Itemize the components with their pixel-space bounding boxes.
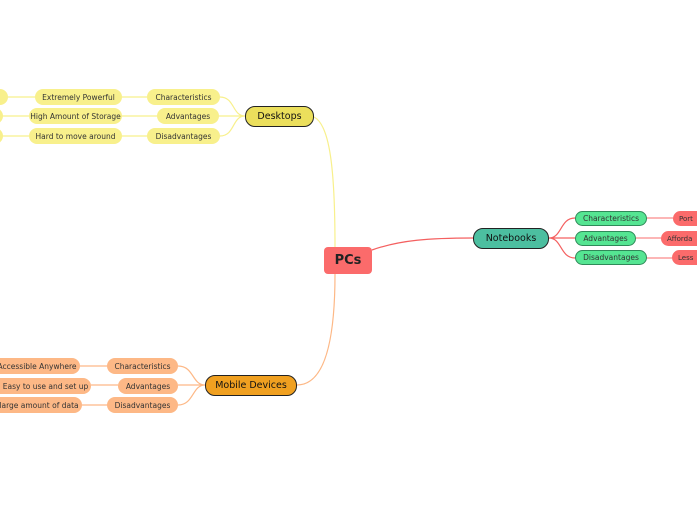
- notebooks-advantages[interactable]: Advantages: [575, 231, 636, 246]
- node-label: Easy to use and set up: [2, 381, 89, 391]
- desktops-characteristics-detail[interactable]: Extremely Powerful: [35, 89, 122, 105]
- branch-label: Notebooks: [485, 233, 537, 244]
- branch-notebooks[interactable]: Notebooks: [473, 228, 549, 249]
- node-label: High Amount of Storage: [30, 111, 121, 121]
- desktops-subnode-cut[interactable]: [0, 89, 8, 105]
- branch-desktops[interactable]: Desktops: [245, 106, 314, 127]
- root-label: PCs: [334, 253, 362, 268]
- node-label: Accessible Anywhere: [0, 361, 77, 371]
- mobile-characteristics-detail[interactable]: Accessible Anywhere: [0, 358, 80, 374]
- notebooks-disadvantages[interactable]: Disadvantages: [575, 250, 647, 265]
- node-label: Characteristics: [155, 92, 212, 102]
- node-label: Characteristics: [582, 214, 640, 223]
- node-label: Advantages: [165, 111, 211, 121]
- node-label: Hard to move around: [35, 131, 116, 141]
- desktops-subnode-cut[interactable]: [0, 108, 3, 124]
- desktops-characteristics[interactable]: Characteristics: [147, 89, 220, 105]
- mobile-advantages-detail[interactable]: Easy to use and set up: [0, 378, 91, 394]
- branch-label: Mobile Devices: [215, 380, 287, 391]
- node-label: Disadvantages: [583, 253, 639, 262]
- desktops-disadvantages-detail[interactable]: Hard to move around: [29, 128, 122, 144]
- node-label: Advantages: [583, 234, 628, 243]
- node-label: Extremely Powerful: [42, 92, 115, 102]
- node-label: Characteristics: [114, 361, 171, 371]
- desktops-subnode-cut[interactable]: [0, 128, 3, 144]
- node-label: Disadvantages: [114, 400, 171, 410]
- node-label: Less: [678, 253, 694, 262]
- node-label: Advantages: [125, 381, 171, 391]
- notebooks-characteristics[interactable]: Characteristics: [575, 211, 647, 226]
- mobile-disadvantages[interactable]: Disadvantages: [107, 397, 178, 413]
- desktops-advantages[interactable]: Advantages: [157, 108, 219, 124]
- mobile-advantages[interactable]: Advantages: [118, 378, 178, 394]
- mobile-disadvantages-detail[interactable]: large amount of data: [0, 397, 82, 413]
- node-label: Port: [679, 214, 693, 223]
- notebooks-disadvantages-detail[interactable]: Less: [672, 250, 697, 265]
- desktops-advantages-detail[interactable]: High Amount of Storage: [29, 108, 122, 124]
- mobile-characteristics[interactable]: Characteristics: [107, 358, 178, 374]
- node-label: Disadvantages: [155, 131, 212, 141]
- notebooks-advantages-detail[interactable]: Afforda: [661, 231, 697, 246]
- node-label: large amount of data: [0, 400, 79, 410]
- desktops-disadvantages[interactable]: Disadvantages: [147, 128, 220, 144]
- branch-mobile-devices[interactable]: Mobile Devices: [205, 375, 297, 396]
- node-label: Afforda: [667, 234, 693, 243]
- notebooks-characteristics-detail[interactable]: Port: [673, 211, 697, 226]
- branch-label: Desktops: [257, 111, 302, 122]
- root-node-pcs[interactable]: PCs: [324, 247, 372, 274]
